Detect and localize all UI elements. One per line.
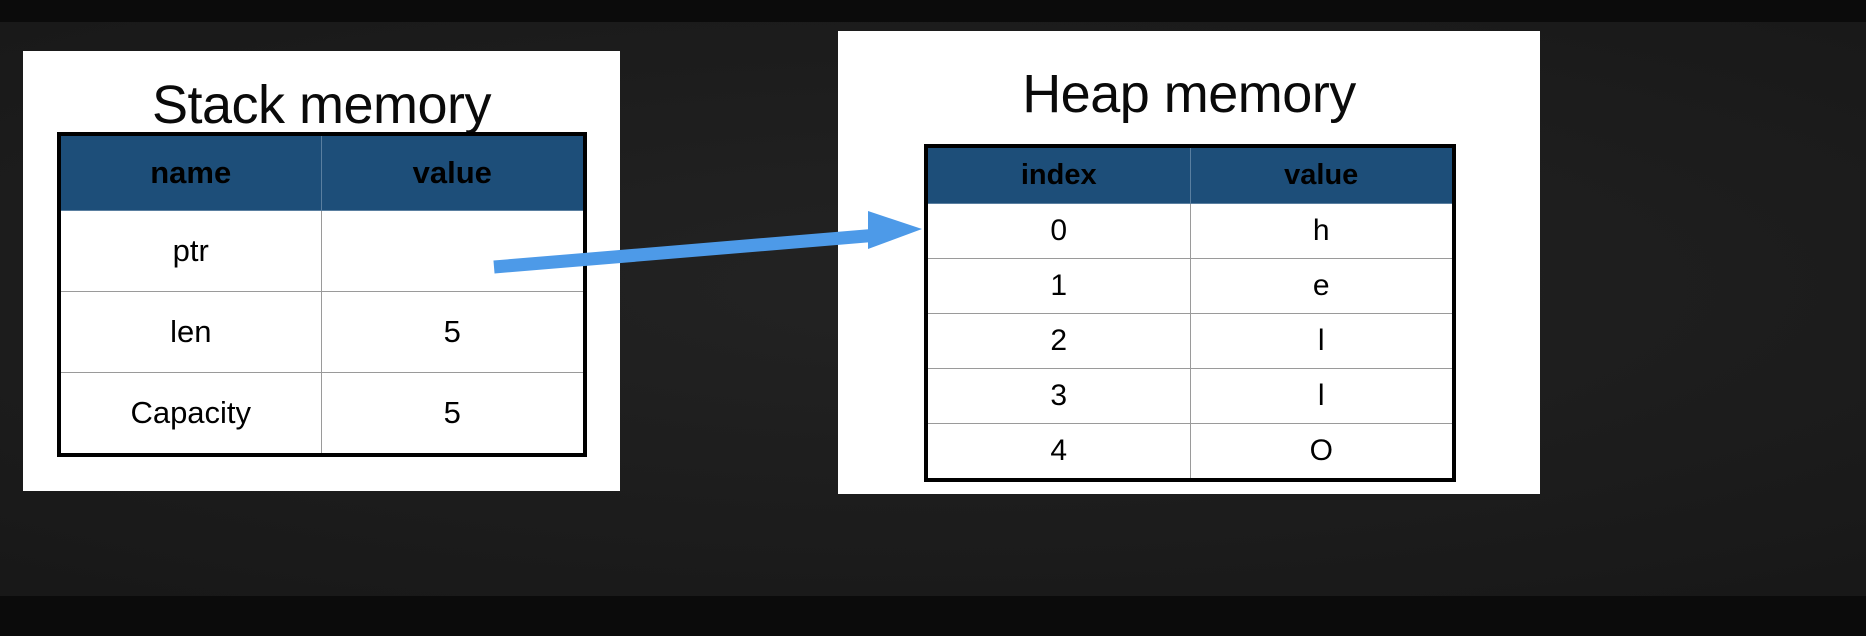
stack-table-header-row: name value [58,133,586,211]
stack-memory-card: Stack memory name value ptr len 5 [23,51,620,491]
table-row: Capacity 5 [58,372,586,456]
background-bottom-band [0,596,1866,636]
stack-column-header-name: name [58,133,322,211]
stack-cell-name-0: ptr [58,210,322,292]
stack-cell-value-0 [320,210,586,292]
heap-memory-table: index value 0 h 1 e 2 l 3 [924,144,1456,482]
heap-cell-value-3: l [1189,368,1455,424]
heap-table-header-row: index value [925,145,1455,204]
heap-cell-index-4: 4 [925,423,1191,481]
heap-cell-value-1: e [1189,258,1455,314]
heap-cell-value-4: O [1189,423,1455,481]
table-row: 2 l [925,313,1455,369]
table-row: ptr [58,210,586,292]
stack-cell-name-1: len [58,291,322,373]
background-top-band [0,0,1866,22]
heap-cell-index-2: 2 [925,313,1191,369]
table-row: 3 l [925,368,1455,424]
heap-cell-index-0: 0 [925,203,1191,259]
heap-cell-value-0: h [1189,203,1455,259]
stack-column-header-value: value [320,133,586,211]
stack-memory-table: name value ptr len 5 Capacity 5 [57,132,587,457]
stack-cell-value-2: 5 [320,372,586,456]
stack-cell-name-2: Capacity [58,372,322,456]
heap-cell-index-3: 3 [925,368,1191,424]
stack-cell-value-1: 5 [320,291,586,373]
table-row: 4 O [925,423,1455,481]
heap-memory-title: Heap memory [1022,64,1356,124]
table-row: 1 e [925,258,1455,314]
table-row: len 5 [58,291,586,373]
table-row: 0 h [925,203,1455,259]
stack-memory-title: Stack memory [151,75,492,135]
heap-cell-value-2: l [1189,313,1455,369]
heap-memory-card: Heap memory index value 0 h 1 e [838,31,1540,494]
heap-column-header-index: index [925,145,1191,204]
heap-cell-index-1: 1 [925,258,1191,314]
heap-column-header-value: value [1189,145,1455,204]
